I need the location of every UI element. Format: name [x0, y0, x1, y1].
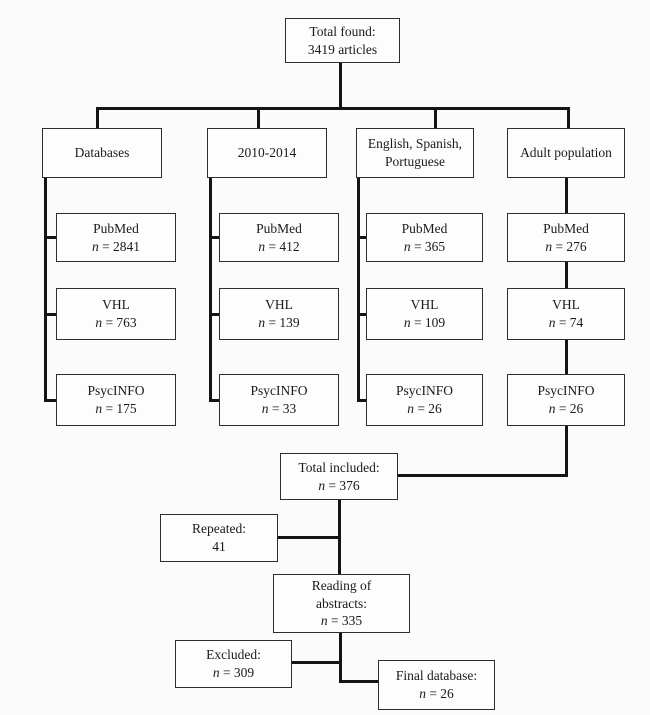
- box-reading-of-abstracts: Reading of abstracts: n = 335: [273, 574, 410, 633]
- total-found-value: 3419 articles: [307, 41, 378, 57]
- header-label: Portuguese: [385, 154, 445, 169]
- connector-reading-stem: [339, 632, 342, 683]
- source-label: PsycINFO: [395, 383, 453, 399]
- source-count: n = 26: [407, 401, 442, 416]
- source-count: n = 175: [95, 401, 137, 416]
- connector-drop-languages: [434, 107, 437, 129]
- excluded-count: n = 309: [212, 665, 255, 680]
- total-included-count: n = 376: [318, 477, 360, 493]
- source-label: PsycINFO: [87, 383, 145, 399]
- connector-drop-databases: [96, 107, 99, 129]
- box-header-adult-population: Adult population: [507, 128, 625, 178]
- connector-repeated-stub: [277, 536, 341, 539]
- source-count: n = 365: [403, 238, 446, 254]
- total-found-label: Total found:: [309, 23, 376, 39]
- box-excluded: Excluded: n = 309: [175, 640, 292, 688]
- box-header-languages: English, Spanish, Portuguese: [356, 128, 474, 178]
- connector-excluded-stub: [291, 661, 342, 664]
- box-psycinfo-years: PsycINFO n = 33: [219, 374, 339, 426]
- connector-stub-col2-pubmed: [209, 236, 222, 239]
- source-count: n = 763: [95, 315, 137, 330]
- header-label: English, Spanish,: [367, 136, 463, 152]
- source-label: VHL: [410, 297, 439, 313]
- reading-label-line2: abstracts:: [316, 595, 367, 611]
- box-vhl-databases: VHL n = 763: [56, 288, 176, 340]
- box-total-found: Total found: 3419 articles: [285, 18, 400, 63]
- box-vhl-adult: VHL n = 74: [507, 288, 625, 340]
- source-count: n = 109: [403, 315, 446, 330]
- source-label: VHL: [102, 297, 130, 313]
- connector-stub-col1-vhl: [44, 313, 58, 316]
- source-label: PubMed: [256, 220, 302, 236]
- repeated-label: Repeated:: [192, 521, 246, 537]
- header-label: 2010-2014: [237, 145, 297, 161]
- source-count: n = 139: [258, 315, 300, 330]
- box-vhl-languages: VHL n = 109: [366, 288, 483, 340]
- connector-spine-col3: [357, 177, 360, 402]
- connector-col4-to-total-included: [396, 474, 568, 477]
- box-vhl-years: VHL n = 139: [219, 288, 339, 340]
- source-label: VHL: [265, 297, 293, 313]
- box-psycinfo-adult: PsycINFO n = 26: [507, 374, 625, 426]
- source-label: VHL: [552, 297, 580, 313]
- box-pubmed-years: PubMed n = 412: [219, 213, 339, 262]
- connector-drop-years: [257, 107, 260, 129]
- source-label: PubMed: [543, 220, 589, 236]
- box-header-databases: Databases: [42, 128, 162, 178]
- connector-stub-col2-vhl: [209, 313, 222, 316]
- box-final-database: Final database: n = 26: [378, 660, 495, 710]
- excluded-label: Excluded:: [206, 647, 261, 663]
- source-count: n = 26: [548, 401, 584, 416]
- total-included-label: Total included:: [298, 459, 380, 475]
- source-label: PubMed: [93, 220, 139, 236]
- header-label: Databases: [74, 145, 130, 161]
- connector-top-bus: [96, 107, 570, 110]
- source-label: PsycINFO: [250, 383, 308, 399]
- final-database-label: Final database:: [395, 668, 478, 684]
- box-repeated: Repeated: 41: [160, 514, 278, 562]
- source-count: n = 276: [545, 238, 587, 254]
- source-label: PsycINFO: [537, 383, 595, 399]
- box-pubmed-languages: PubMed n = 365: [366, 213, 483, 262]
- box-psycinfo-languages: PsycINFO n = 26: [366, 374, 483, 426]
- connector-spine-col2: [209, 177, 212, 402]
- reading-count: n = 335: [320, 613, 363, 629]
- connector-to-final-database: [339, 680, 381, 683]
- connector-drop-adult: [567, 107, 570, 129]
- source-label: PubMed: [401, 220, 448, 236]
- connector-stub-col2-psycinfo: [209, 399, 222, 402]
- repeated-count: 41: [212, 539, 226, 554]
- box-psycinfo-databases: PsycINFO n = 175: [56, 374, 176, 426]
- box-total-included: Total included: n = 376: [280, 453, 398, 500]
- connector-stub-col1-pubmed: [44, 236, 58, 239]
- connector-root-stem: [339, 63, 342, 109]
- header-label: Adult population: [520, 145, 612, 161]
- reading-label-line1: Reading of: [311, 577, 372, 593]
- connector-stub-col3-pubmed: [357, 236, 369, 239]
- final-database-count: n = 26: [419, 686, 454, 701]
- box-header-years: 2010-2014: [207, 128, 327, 178]
- connector-spine-col1: [44, 177, 47, 402]
- box-pubmed-databases: PubMed n = 2841: [56, 213, 176, 262]
- source-count: n = 74: [548, 315, 584, 330]
- connector-stub-col3-psycinfo: [357, 399, 369, 402]
- source-count: n = 412: [258, 238, 300, 254]
- box-pubmed-adult: PubMed n = 276: [507, 213, 625, 262]
- source-count: n = 2841: [91, 238, 141, 254]
- source-count: n = 33: [261, 401, 297, 416]
- connector-stub-col3-vhl: [357, 313, 369, 316]
- connector-stub-col1-psycinfo: [44, 399, 58, 402]
